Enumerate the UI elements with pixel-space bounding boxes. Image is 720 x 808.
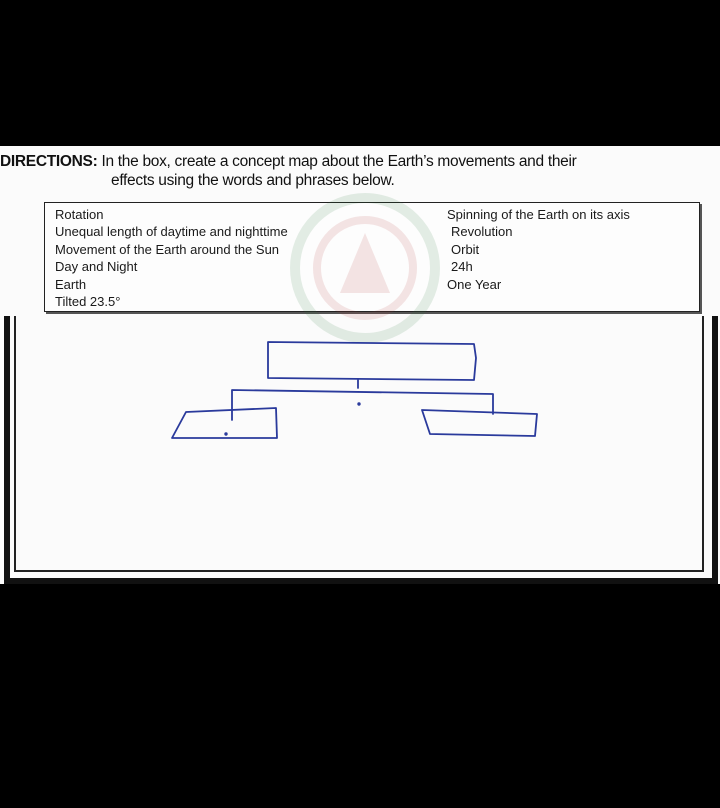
school-seal-watermark bbox=[290, 193, 440, 343]
concept-map-top-box bbox=[267, 341, 477, 381]
word-bank-item: Day and Night bbox=[55, 259, 138, 275]
answer-box-outer-border bbox=[4, 316, 718, 584]
directions-line-2: effects using the words and phrases belo… bbox=[111, 172, 395, 189]
word-bank-right-column: Spinning of the Earth on its axis Revolu… bbox=[447, 206, 630, 293]
word-bank-item: One Year bbox=[447, 276, 502, 292]
word-bank-left-column: Rotation Unequal length of daytime and n… bbox=[55, 206, 288, 310]
ink-dot bbox=[224, 432, 228, 436]
word-bank-item: Revolution bbox=[451, 224, 513, 240]
ink-dot bbox=[357, 402, 361, 406]
word-bank-item: Movement of the Earth around the Sun bbox=[55, 241, 280, 257]
word-bank-item: Rotation bbox=[55, 207, 104, 222]
answer-box[interactable] bbox=[14, 316, 704, 572]
word-bank-item: Earth bbox=[55, 276, 87, 292]
directions-text: DIRECTIONS: In the box, create a concept… bbox=[0, 152, 716, 190]
concept-map-right-box bbox=[421, 409, 538, 437]
concept-map-left-box bbox=[171, 407, 278, 439]
directions-label: DIRECTIONS: bbox=[0, 153, 98, 170]
word-bank-item: Orbit bbox=[451, 241, 480, 257]
word-bank-box: Rotation Unequal length of daytime and n… bbox=[44, 193, 700, 343]
word-bank-item: Unequal length of daytime and nighttime bbox=[55, 224, 288, 240]
concept-map-sketch bbox=[171, 341, 538, 439]
directions-line-1: In the box, create a concept map about t… bbox=[97, 153, 577, 170]
word-bank-item: Tilted 23.5° bbox=[55, 294, 121, 310]
worksheet-page: DIRECTIONS: In the box, create a concept… bbox=[0, 146, 720, 584]
word-bank-item: 24h bbox=[451, 259, 473, 275]
concept-map-branch-line bbox=[231, 389, 494, 421]
word-bank-item: Spinning of the Earth on its axis bbox=[447, 207, 630, 222]
